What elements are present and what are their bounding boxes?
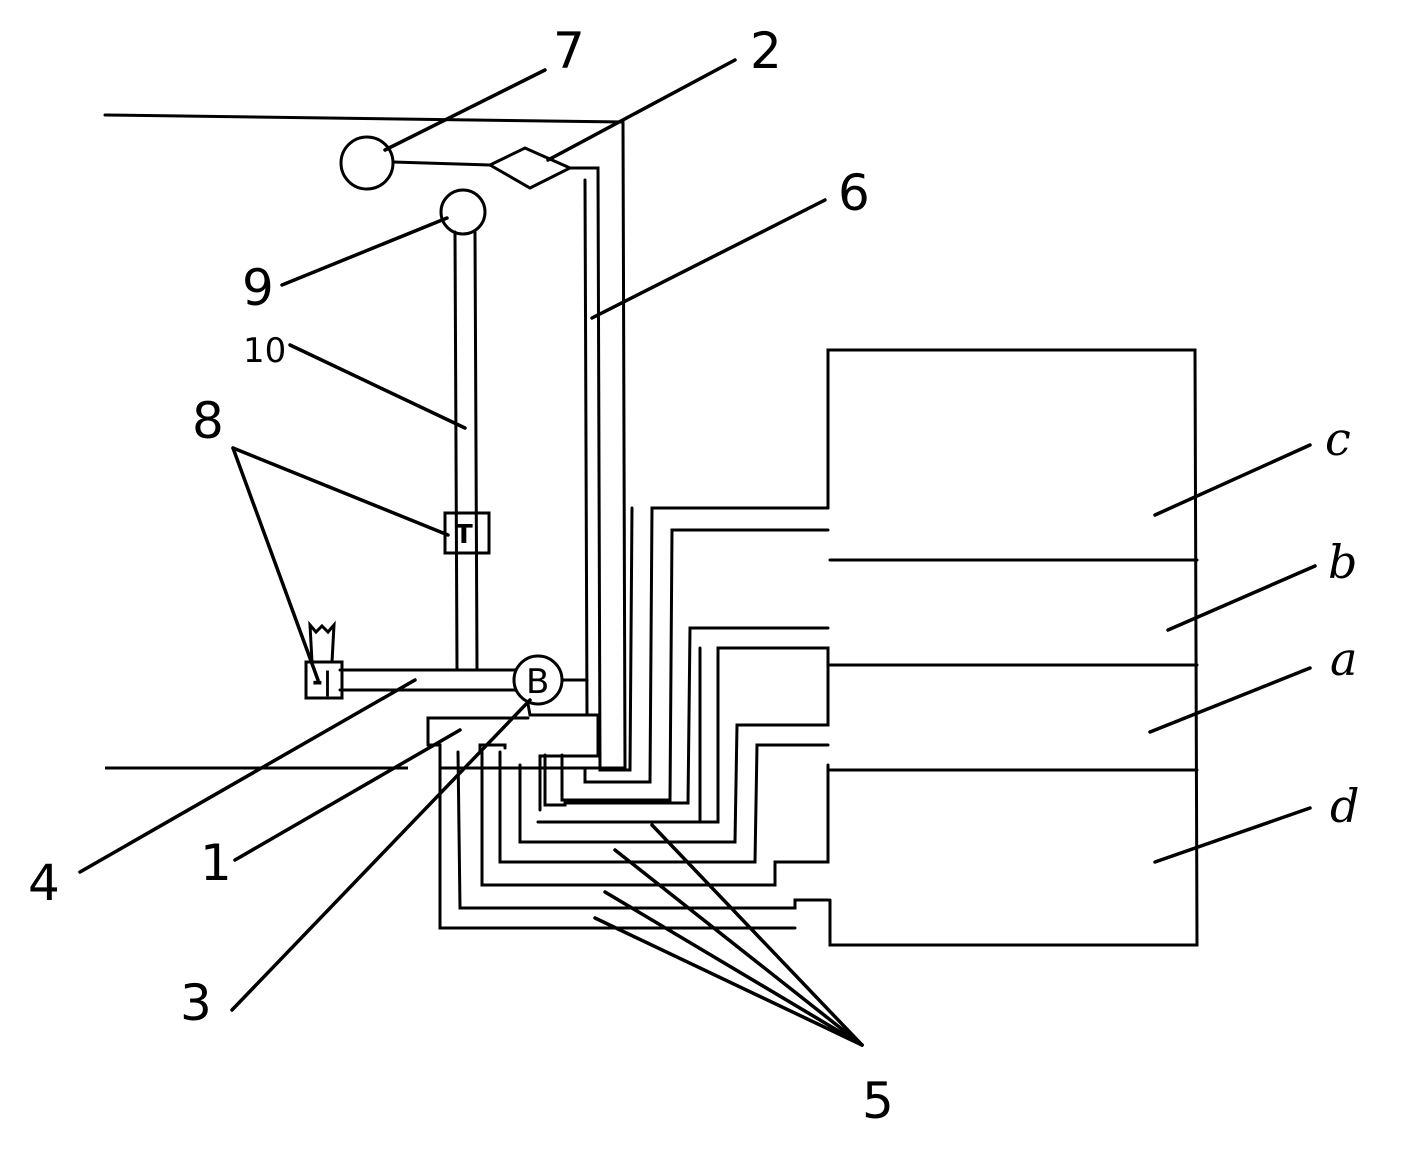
pipe-6-outer [568, 166, 634, 772]
valve-8-upper-symbol: T [455, 520, 473, 550]
leader-10 [288, 343, 467, 430]
leader-9 [280, 216, 449, 287]
leader-b [1166, 564, 1317, 632]
pipe-6-return [583, 506, 830, 784]
valve-8-left [304, 660, 344, 700]
main-enclosure [103, 113, 627, 770]
leader-5c [613, 848, 864, 1047]
pipe-10-left [453, 230, 459, 670]
leader-7 [383, 68, 547, 152]
pump-3-symbol: B [526, 662, 549, 702]
label-8: 8 [192, 392, 224, 450]
pipe-5-5 [543, 626, 830, 822]
component-9-ball [439, 188, 487, 236]
reactor-outer [826, 348, 1199, 947]
label-a: a [1330, 632, 1357, 686]
pipe-5-4 [518, 646, 830, 844]
leader-a [1148, 666, 1312, 734]
pipe-10-right [473, 230, 479, 670]
leader-d [1153, 806, 1312, 864]
pipe-6-inner [583, 178, 589, 717]
label-c: c [1325, 412, 1351, 466]
leader-3 [230, 698, 532, 1012]
pipe-5-1 [456, 750, 830, 910]
label-1: 1 [200, 834, 232, 892]
link-7-to-2 [391, 160, 492, 167]
leader-8a [231, 446, 450, 537]
label-d: d [1330, 779, 1359, 833]
leader-5b [603, 890, 864, 1047]
leader-c [1153, 443, 1312, 517]
leader-5a [593, 916, 864, 1047]
leader-4 [78, 678, 417, 874]
label-9: 9 [242, 259, 274, 317]
label-2: 2 [750, 22, 782, 80]
manifold-1 [426, 702, 600, 812]
label-b: b [1328, 535, 1357, 589]
pipe-5-3 [498, 743, 830, 864]
component-7-circle [339, 135, 395, 191]
leader-5d [650, 823, 864, 1047]
leader-6 [590, 198, 827, 320]
label-6: 6 [838, 164, 870, 222]
leader-2 [546, 58, 737, 162]
label-4: 4 [28, 854, 60, 912]
pipe-5-6 [560, 528, 830, 802]
pipe-5-2 [480, 750, 830, 887]
leader-1 [233, 728, 462, 862]
label-3: 3 [180, 974, 212, 1032]
leader-8b [231, 446, 320, 682]
label-7: 7 [553, 22, 585, 80]
label-10: 10 [243, 331, 286, 371]
valve-8-left-stem [308, 620, 336, 664]
label-5: 5 [862, 1072, 894, 1130]
